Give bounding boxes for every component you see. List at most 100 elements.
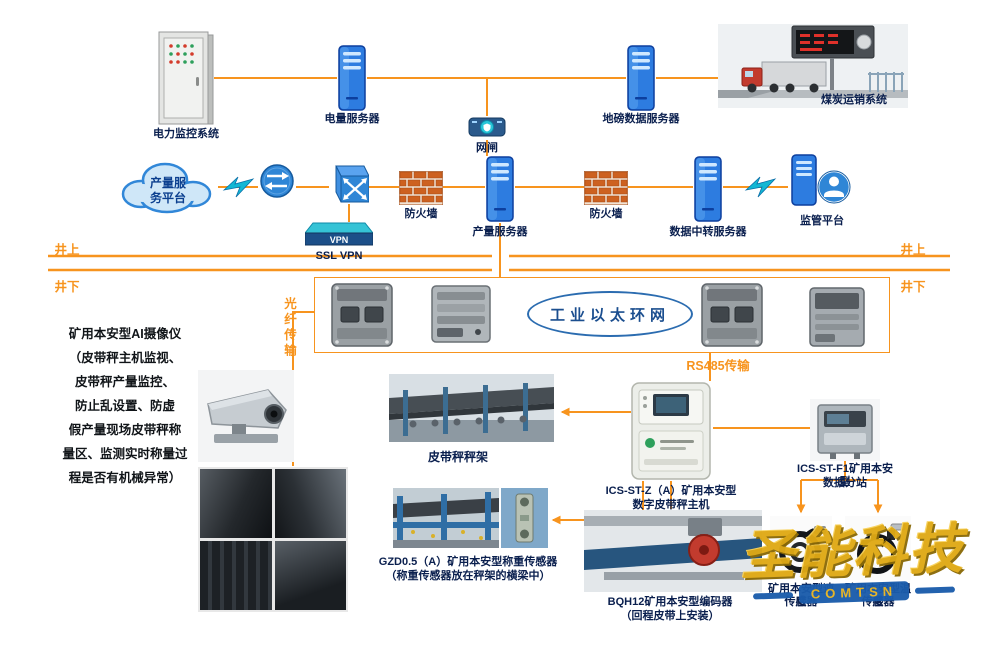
- switch-icon: [335, 165, 370, 203]
- belt-scale-host: [630, 381, 712, 486]
- firewall-icon: [398, 170, 444, 206]
- lightning-icon: [222, 176, 255, 198]
- flameproof-switch-icon: [331, 283, 393, 347]
- supervision-label: 监管平台: [800, 215, 844, 227]
- truck-scale-icon: [718, 24, 908, 108]
- zone-underground-right: 井下: [900, 280, 926, 294]
- encoder-label-1: BQH12矿用本安型编码器: [607, 596, 733, 608]
- camera-description-line: （皮带秤主机监视、: [68, 351, 182, 365]
- conveyor-frame-icon: [393, 488, 499, 548]
- belt-encoder-icon: [584, 510, 762, 592]
- zone-surface-left: 井上: [54, 243, 80, 257]
- load-cell-label-2: （称重传感器放在秤架的横梁中）: [385, 570, 551, 582]
- camera-description-title: 矿用本安型AI摄像仪: [68, 327, 182, 341]
- router-device: [258, 163, 296, 204]
- mine-camera-icon: [198, 370, 294, 462]
- load-cell-photo: [501, 488, 548, 553]
- encoder-label-2: （回程皮带上安装）: [620, 610, 720, 622]
- data-substation-label-1: ICS-ST-F1矿用本安型: [797, 463, 893, 489]
- data-substation-icon: [810, 399, 880, 461]
- relay-server: [693, 155, 723, 228]
- power-monitor-cabinet: [158, 31, 214, 132]
- vendor-logo-text: 圣能科技: [739, 519, 966, 587]
- gateway-label: 网闸: [476, 142, 498, 154]
- switch-device: [329, 164, 370, 209]
- camera-description-line: 防止乱设置、防虚: [74, 399, 175, 413]
- production-server: [485, 155, 515, 228]
- surveillance-view-2: [274, 469, 346, 538]
- server-tower-icon: [486, 156, 514, 222]
- cloud-platform: [113, 154, 221, 223]
- vendor-logo-subtext: COMTSN: [798, 581, 910, 604]
- scale-host-cabinet-icon: [631, 382, 711, 480]
- server-tower-icon: [694, 156, 722, 222]
- camera-description-line: 皮带秤产量监控、: [74, 375, 175, 389]
- speed-sensor-photo: [770, 516, 832, 585]
- temperature-sensor-photo: [845, 516, 911, 585]
- mine-controller-icon: [809, 287, 865, 347]
- relay-server-label: 数据中转服务器: [669, 226, 747, 238]
- ring-device-4: [808, 286, 866, 353]
- server-tower-icon: [627, 45, 655, 111]
- flameproof-switch-icon: [701, 283, 763, 347]
- vpn-text: VPN: [330, 235, 349, 245]
- surveillance-view-1: [200, 469, 272, 538]
- conveyor-belt-icon: [389, 374, 554, 442]
- surveillance-view-3: [200, 541, 272, 610]
- vpn-device: VPN: [303, 220, 375, 253]
- power-monitor-label: 电力监控系统: [153, 128, 219, 140]
- surveillance-monitor-grid: [198, 467, 348, 612]
- data-substation-label-2: 数据分站: [823, 477, 867, 489]
- camera-description-line: 假产量现场皮带秤称: [68, 423, 182, 437]
- ring-device-3: [700, 281, 764, 354]
- belt-scale-frame-photo: [389, 374, 554, 447]
- ring-device-1: [330, 281, 394, 354]
- firewall-right: [583, 170, 629, 210]
- ssl-vpn-label: SSL VPN: [315, 250, 363, 262]
- fiber-transmission-label: 光纤传输: [282, 297, 296, 359]
- power-server: [337, 45, 367, 116]
- server-tower-icon: [338, 45, 366, 111]
- load-cell-icon: [501, 488, 548, 548]
- camera-description-line: 程是否有机械异常）: [68, 471, 182, 485]
- firewall-right-label: 防火墙: [589, 208, 623, 220]
- router-icon: [260, 164, 294, 198]
- lightning-icon: [744, 176, 777, 198]
- surveillance-view-4: [274, 541, 346, 610]
- electrical-cabinet-icon: [158, 31, 214, 125]
- industrial-ethernet-ring: 工业以太环网: [527, 291, 693, 337]
- load-cell-label-1: GZD0.5（A）矿用本安型称重传感器: [378, 556, 558, 568]
- belt-scale-host-label-2: 数字皮带秤主机: [632, 499, 710, 511]
- lightning-link-right: [744, 174, 778, 205]
- logo-bar-right: [915, 585, 956, 594]
- firewall-icon: [583, 170, 629, 206]
- truck-scale-photo: [718, 24, 908, 113]
- weighbridge-server: [626, 45, 656, 116]
- zone-underground-left: 井下: [54, 280, 80, 294]
- ring-network-box: [314, 277, 890, 353]
- vendor-watermark: 圣能科技 COMTSN: [713, 519, 993, 607]
- gateway-device: [468, 114, 506, 145]
- coal-sales-label: 煤炭运销系统: [821, 94, 887, 106]
- belt-scale-frame-label: 皮带秤秤架: [427, 450, 488, 464]
- supervision-platform: [788, 153, 856, 218]
- power-server-label: 电量服务器: [324, 113, 380, 125]
- network-gateway-icon: [468, 117, 506, 137]
- ai-camera-photo: [198, 370, 294, 467]
- camera-description: 矿用本安型AI摄像仪 （皮带秤主机监视、 皮带秤产量监控、 防止乱设置、防虚 假…: [56, 322, 194, 490]
- cloud-icon: [121, 162, 212, 214]
- vpn-icon: VPN: [303, 222, 375, 246]
- belt-scale-host-label-1: ICS-ST-Z（A）矿用本安型: [605, 485, 737, 497]
- firewall-left: [398, 170, 444, 210]
- sensor-cable-icon: [770, 516, 832, 580]
- production-server-label: 产量服务器: [472, 226, 528, 238]
- sensor-cable-icon: [845, 516, 911, 580]
- zone-surface-right: 井上: [900, 243, 926, 257]
- supervision-platform-icon: [791, 154, 852, 206]
- firewall-left-label: 防火墙: [404, 208, 438, 220]
- scale-frame-detail-photo: [393, 488, 499, 553]
- logo-bar-left: [752, 591, 793, 600]
- mine-substation-icon: [431, 285, 491, 343]
- data-substation: [810, 399, 880, 466]
